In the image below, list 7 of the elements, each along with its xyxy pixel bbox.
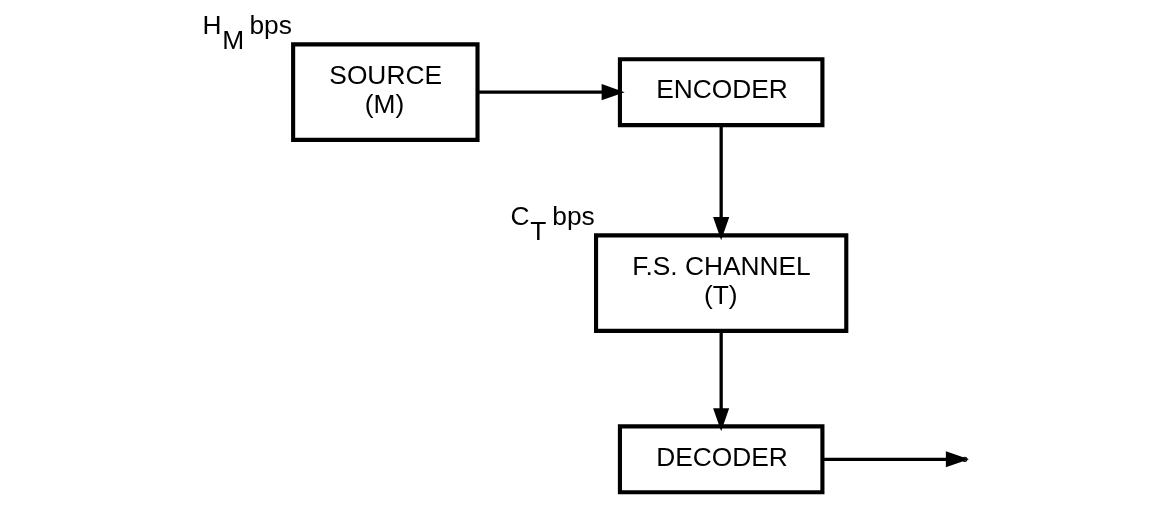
node-box: SOURCE (M): [291, 42, 480, 142]
node-box: DECODER: [617, 424, 825, 495]
arrow: [713, 331, 730, 432]
arrow: [713, 125, 730, 241]
arrow: [477, 84, 625, 101]
node-box: ENCODER: [617, 57, 825, 128]
node-box: F.S. CHANNEL (T): [594, 233, 849, 333]
